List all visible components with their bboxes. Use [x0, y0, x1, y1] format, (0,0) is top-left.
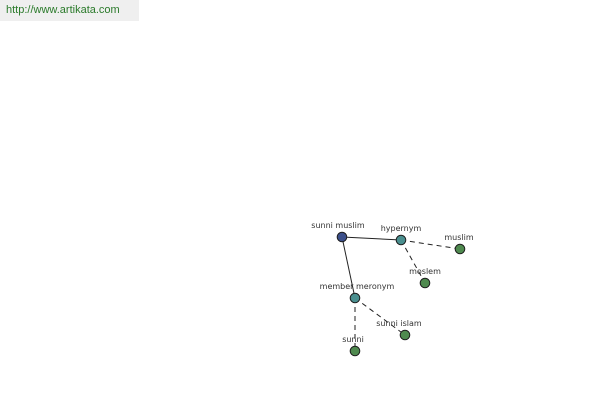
node-sunni[interactable]: sunni: [342, 335, 364, 357]
node-label-hypernym: hypernym: [381, 224, 422, 233]
edge-sunni-muslim-hypernym: [341, 236, 402, 241]
node-sunni-muslim[interactable]: sunni muslim: [311, 221, 365, 243]
node-dot-sunni-muslim[interactable]: [336, 231, 348, 243]
edge-hypernym-moslem: [400, 239, 426, 284]
node-dot-member-meronym[interactable]: [349, 292, 361, 304]
node-moslem[interactable]: moslem: [409, 267, 441, 289]
source-url-banner[interactable]: http://www.artikata.com: [0, 0, 139, 21]
node-sunni-islam[interactable]: sunni islam: [376, 319, 422, 341]
node-label-member-meronym: member meronym: [320, 282, 395, 291]
node-label-sunni-islam: sunni islam: [376, 319, 422, 328]
node-member-meronym[interactable]: member meronym: [320, 282, 395, 304]
node-dot-muslim[interactable]: [454, 243, 466, 255]
node-dot-hypernym[interactable]: [395, 234, 407, 246]
node-label-sunni-muslim: sunni muslim: [311, 221, 365, 230]
nodes-layer: sunni muslim hypernym muslim moslem memb…: [311, 221, 474, 357]
edge-member-meronym-sunni-islam: [354, 297, 406, 336]
node-muslim[interactable]: muslim: [444, 233, 474, 255]
edge-hypernym-muslim: [400, 239, 461, 250]
edge-sunni-muslim-member-meronym: [341, 236, 356, 299]
node-label-muslim: muslim: [444, 233, 473, 242]
node-dot-sunni[interactable]: [349, 345, 361, 357]
node-label-moslem: moslem: [409, 267, 441, 276]
node-label-sunni: sunni: [342, 335, 364, 344]
edges-layer: [341, 236, 461, 351]
node-dot-sunni-islam[interactable]: [399, 329, 411, 341]
node-dot-moslem[interactable]: [419, 277, 431, 289]
node-hypernym[interactable]: hypernym: [381, 224, 422, 246]
